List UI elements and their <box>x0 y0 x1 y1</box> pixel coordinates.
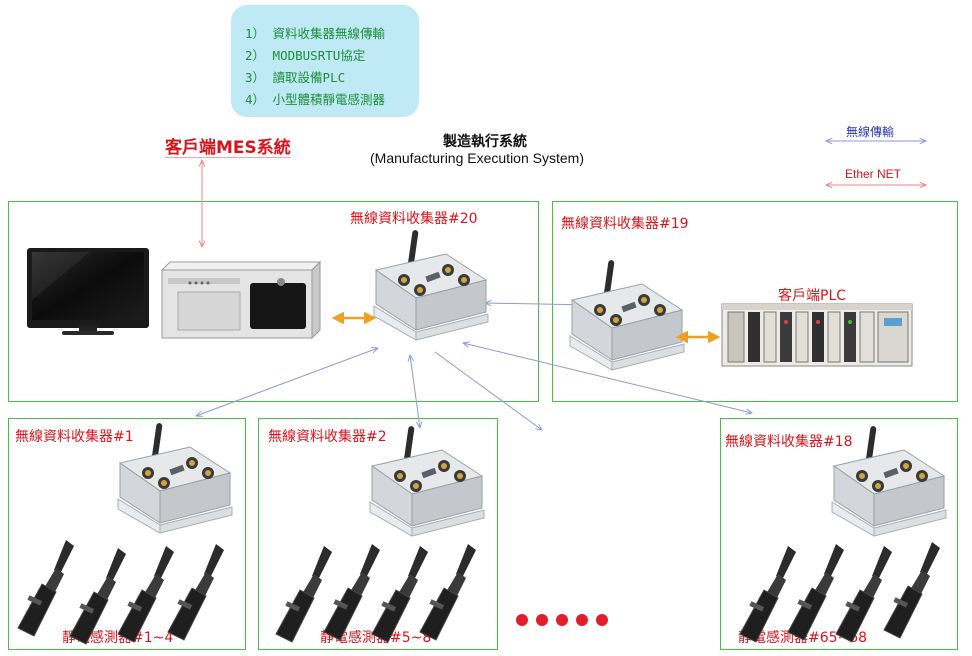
collector-20-device <box>373 229 489 341</box>
callout-item: 2） MODBUSRTU協定 <box>245 48 366 63</box>
callout-item: 1） 資料收集器無線傳輸 <box>245 26 386 41</box>
collector-18-label: 無線資料收集器#18 <box>725 434 853 450</box>
collector-1-label: 無線資料收集器#1 <box>15 429 134 445</box>
page-title: 製造執行系統 <box>443 134 527 150</box>
collector-1-device <box>117 422 233 534</box>
sensor-icon <box>69 547 127 645</box>
page-subtitle: (Manufacturing Execution System) <box>370 150 584 166</box>
collector-20-label: 無線資料收集器#20 <box>350 211 478 227</box>
collector-19-label: 無線資料收集器#19 <box>561 216 689 232</box>
sensor-icon <box>275 545 333 643</box>
collector-18-device <box>831 425 947 537</box>
sensor-icon <box>323 543 381 641</box>
sensor-icon <box>739 545 797 643</box>
sensors-5-8-label: 靜電感測器#5~8 <box>320 630 432 646</box>
sensor-icon <box>117 545 175 643</box>
sensor-icon <box>883 541 941 639</box>
feature-callout: 1） 資料收集器無線傳輸 2） MODBUSRTU協定 3） 讀取設備PLC 4… <box>231 5 419 117</box>
sensor-icon <box>167 543 225 641</box>
collector-2-device <box>369 425 485 537</box>
collector-19-device <box>569 259 685 371</box>
server-icon <box>160 260 322 340</box>
callout-item: 3） 讀取設備PLC <box>245 70 346 85</box>
sensor-icon <box>17 539 75 637</box>
legend-ethernet-label: Ether NET <box>845 167 902 181</box>
group-collector-1 <box>8 418 246 650</box>
collector-2-label: 無線資料收集器#2 <box>268 429 387 445</box>
monitor-icon <box>27 248 149 335</box>
sensor-icon <box>371 545 429 643</box>
legend-wireless-label: 無線傳輸 <box>846 125 895 139</box>
mes-label: 客戶端MES系統 <box>165 138 291 158</box>
plc-icon <box>721 303 913 367</box>
sensor-icon <box>419 543 477 641</box>
plc-label: 客戶端PLC <box>778 288 847 304</box>
callout-item: 4） 小型體積靜電感測器 <box>245 92 386 107</box>
ellipsis-dots <box>516 614 608 626</box>
sensor-icon <box>835 545 893 643</box>
sensor-icon <box>787 543 845 641</box>
